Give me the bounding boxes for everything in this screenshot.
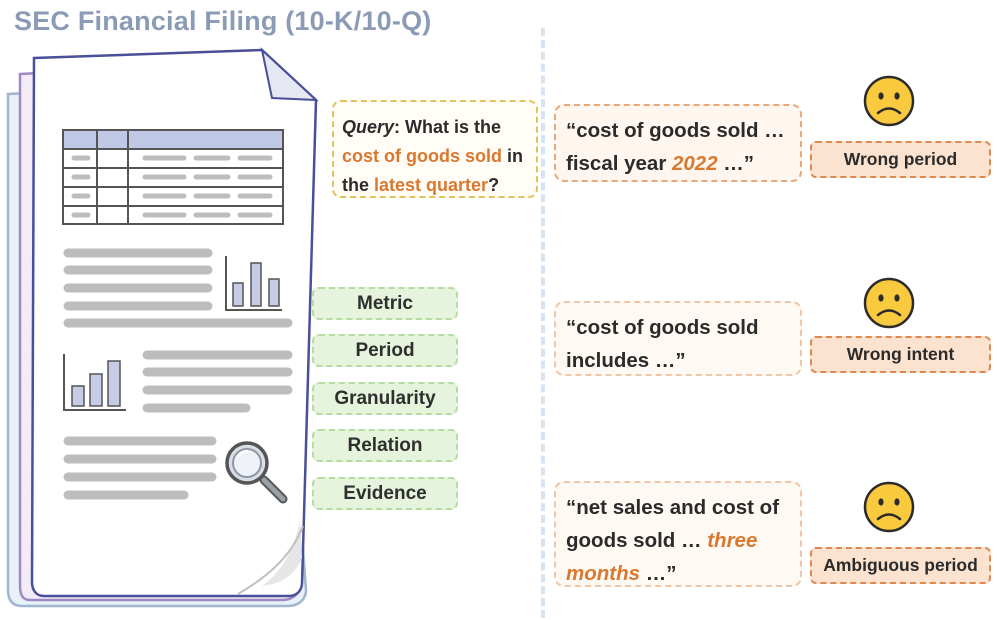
query-text: : What is the	[394, 117, 502, 137]
error-label-wrong-intent: Wrong intent	[810, 336, 991, 373]
query-label: Query	[342, 117, 395, 137]
aspect-tag-metric: Metric	[312, 287, 458, 320]
passage-text: “cost of goods sold	[566, 316, 759, 339]
document-icon	[6, 47, 319, 608]
passage-text: …”	[717, 152, 755, 175]
query-box: Query: What is the cost of goods sold in…	[332, 100, 538, 198]
bar-chart-icon	[63, 354, 126, 411]
passage-text: includes …”	[566, 349, 686, 372]
section-divider	[541, 28, 545, 618]
aspect-tag-period: Period	[312, 334, 458, 367]
aspect-tag-relation: Relation	[312, 429, 458, 462]
passage-highlight: months	[566, 562, 641, 585]
passage-text: goods sold …	[566, 529, 708, 552]
passage-text: “cost of goods sold …	[566, 119, 785, 142]
aspect-tag-granularity: Granularity	[312, 382, 458, 415]
passage-text: fiscal year	[566, 152, 672, 175]
passage-highlight: 2022	[672, 152, 718, 175]
sad-face-icon	[863, 277, 915, 329]
query-highlight-period: latest quarter	[374, 175, 489, 195]
sad-face-icon	[863, 481, 915, 533]
query-text: ?	[488, 175, 500, 195]
page-title: SEC Financial Filing (10-K/10-Q)	[14, 6, 432, 36]
aspect-tag-evidence: Evidence	[312, 477, 458, 510]
table-icon	[62, 129, 284, 225]
magnifying-glass-icon	[225, 441, 288, 504]
error-label-wrong-period: Wrong period	[810, 141, 991, 178]
sad-face-icon	[863, 75, 915, 127]
bar-chart-icon	[225, 256, 282, 311]
passage-text: “net sales and cost of	[566, 496, 780, 519]
retrieved-passage: “net sales and cost of goods sold … thre…	[554, 481, 802, 587]
retrieved-passage: “cost of goods sold includes …”	[554, 301, 802, 376]
query-highlight-metric: cost of goods sold	[342, 146, 502, 166]
error-label-ambiguous-period: Ambiguous period	[810, 547, 991, 584]
query-text: in the	[342, 146, 523, 195]
passage-highlight: three	[707, 529, 758, 552]
retrieved-passage: “cost of goods sold … fiscal year 2022 ……	[554, 104, 802, 182]
passage-text: …”	[640, 562, 677, 585]
